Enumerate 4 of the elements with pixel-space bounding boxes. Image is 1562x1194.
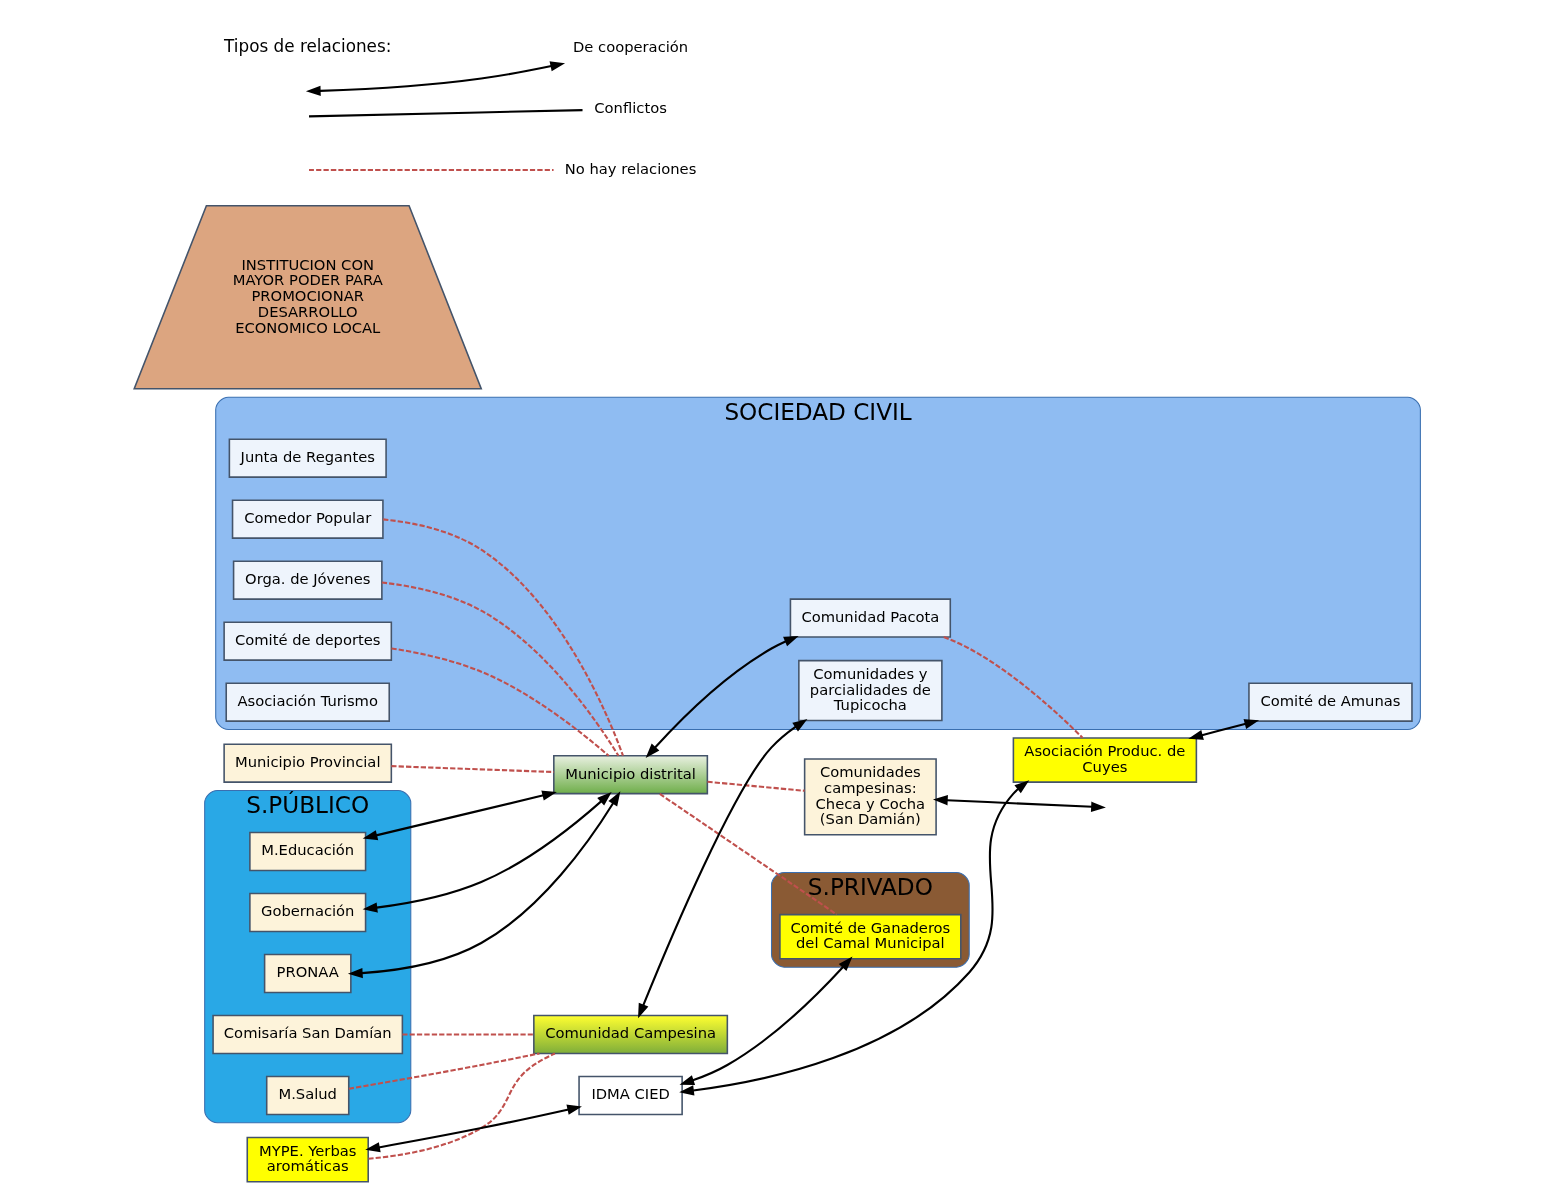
label: Tipos de relaciones: [223,36,391,57]
legend-label: No hay relaciones [564,159,696,177]
legend-label: Conflictos [593,98,667,116]
legend-label: De cooperación [572,37,688,55]
